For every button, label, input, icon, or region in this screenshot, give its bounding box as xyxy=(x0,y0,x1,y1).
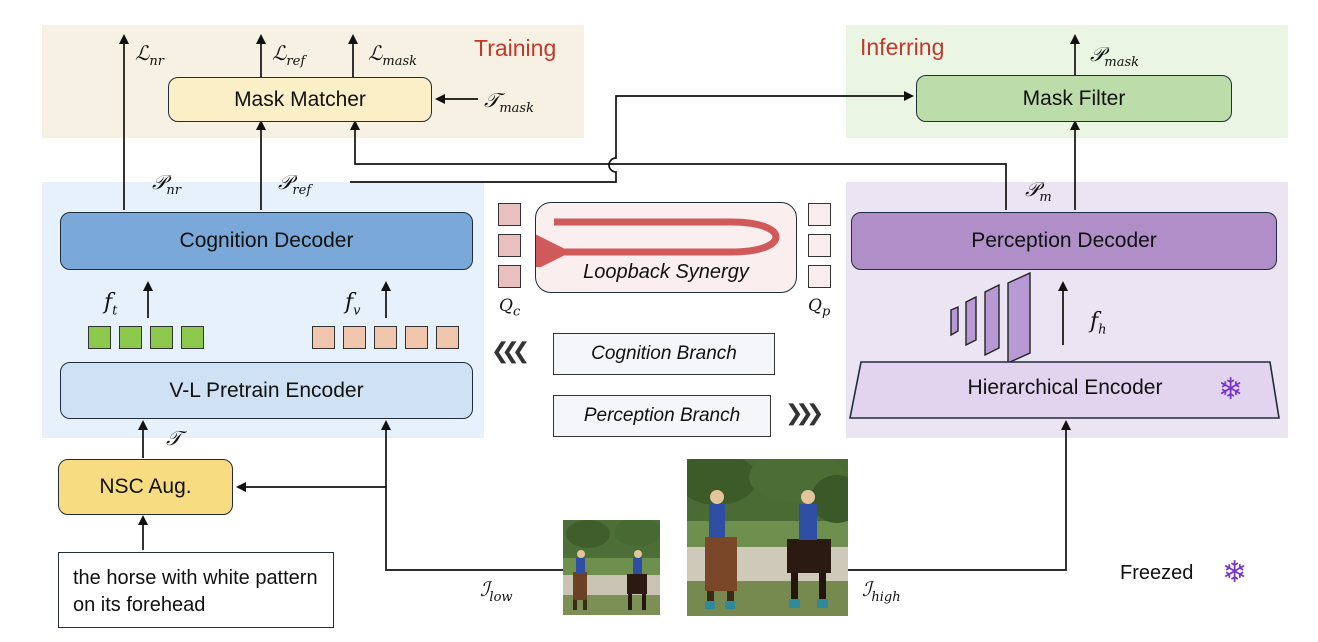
visual-token xyxy=(312,326,335,349)
label-P-ref: 𝒫ref xyxy=(278,170,312,198)
snowflake-icon: ❄ xyxy=(1222,555,1248,590)
perception-query-token xyxy=(808,265,831,288)
label-Q-p: Qp xyxy=(808,296,831,320)
label-I-high: ℐhigh xyxy=(862,577,901,605)
cognition-query-token xyxy=(498,234,521,257)
label-L-ref: ℒref xyxy=(272,41,306,69)
perception-branch-label: Perception Branch xyxy=(553,395,771,437)
text-token xyxy=(119,326,142,349)
perception-query-token xyxy=(808,234,831,257)
cognition-query-token xyxy=(498,203,521,226)
visual-token xyxy=(436,326,459,349)
horse-photo-low xyxy=(563,520,660,615)
input-expression-box: the horse with white pattern on its fore… xyxy=(58,552,334,628)
text-token xyxy=(88,326,111,349)
mask-filter-block: Mask Filter xyxy=(916,75,1232,122)
inferring-heading: Inferring xyxy=(860,34,945,60)
mask-matcher-block: Mask Matcher xyxy=(168,77,432,122)
snowflake-icon: ❄ xyxy=(1218,372,1244,407)
label-T: 𝒯 xyxy=(166,426,182,450)
hierarchical-encoder-block: Hierarchical Encoder xyxy=(967,376,1163,399)
low-resolution-horse-photo xyxy=(563,520,660,615)
high-resolution-horse-photo xyxy=(687,459,848,616)
visual-token xyxy=(405,326,428,349)
cognition-decoder-block: Cognition Decoder xyxy=(60,212,473,270)
label-f-h: fh xyxy=(1090,309,1107,338)
input-expression-text: the horse with white pattern on its fore… xyxy=(73,567,318,616)
chevron-left-icon: ❮❮❮ xyxy=(491,339,530,364)
label-I-low: ℐlow xyxy=(480,577,513,605)
freezed-legend-label: Freezed xyxy=(1120,562,1194,584)
perception-decoder-block: Perception Decoder xyxy=(851,212,1277,270)
visual-token xyxy=(374,326,397,349)
label-f-t: ft xyxy=(104,290,118,319)
label-L-mask: ℒmask xyxy=(368,41,418,69)
horse-photo-high xyxy=(687,459,848,616)
label-Q-c: Qc xyxy=(499,296,521,320)
text-token xyxy=(181,326,204,349)
label-P-mask: 𝒫mask xyxy=(1090,42,1140,70)
visual-token xyxy=(343,326,366,349)
perception-query-token xyxy=(808,203,831,226)
label-T-mask: 𝒯mask xyxy=(484,88,534,116)
label-L-nr: ℒnr xyxy=(135,41,164,69)
text-token xyxy=(150,326,173,349)
label-P-nr: 𝒫nr xyxy=(152,170,182,198)
cognition-branch-label: Cognition Branch xyxy=(553,333,775,375)
chevron-right-icon: ❯❯❯ xyxy=(785,401,824,426)
loopback-synergy-block: Loopback Synergy xyxy=(535,202,797,293)
training-heading: Training xyxy=(474,35,557,61)
label-f-v: fv xyxy=(345,290,361,319)
cognition-query-token xyxy=(498,265,521,288)
loop-arrow-icon xyxy=(536,218,780,267)
vl-pretrain-encoder-block: V-L Pretrain Encoder xyxy=(60,362,473,419)
label-P-m: 𝒫m xyxy=(1025,177,1052,205)
nsc-aug-block: NSC Aug. xyxy=(58,459,233,515)
loopback-synergy-label: Loopback Synergy xyxy=(583,261,749,283)
